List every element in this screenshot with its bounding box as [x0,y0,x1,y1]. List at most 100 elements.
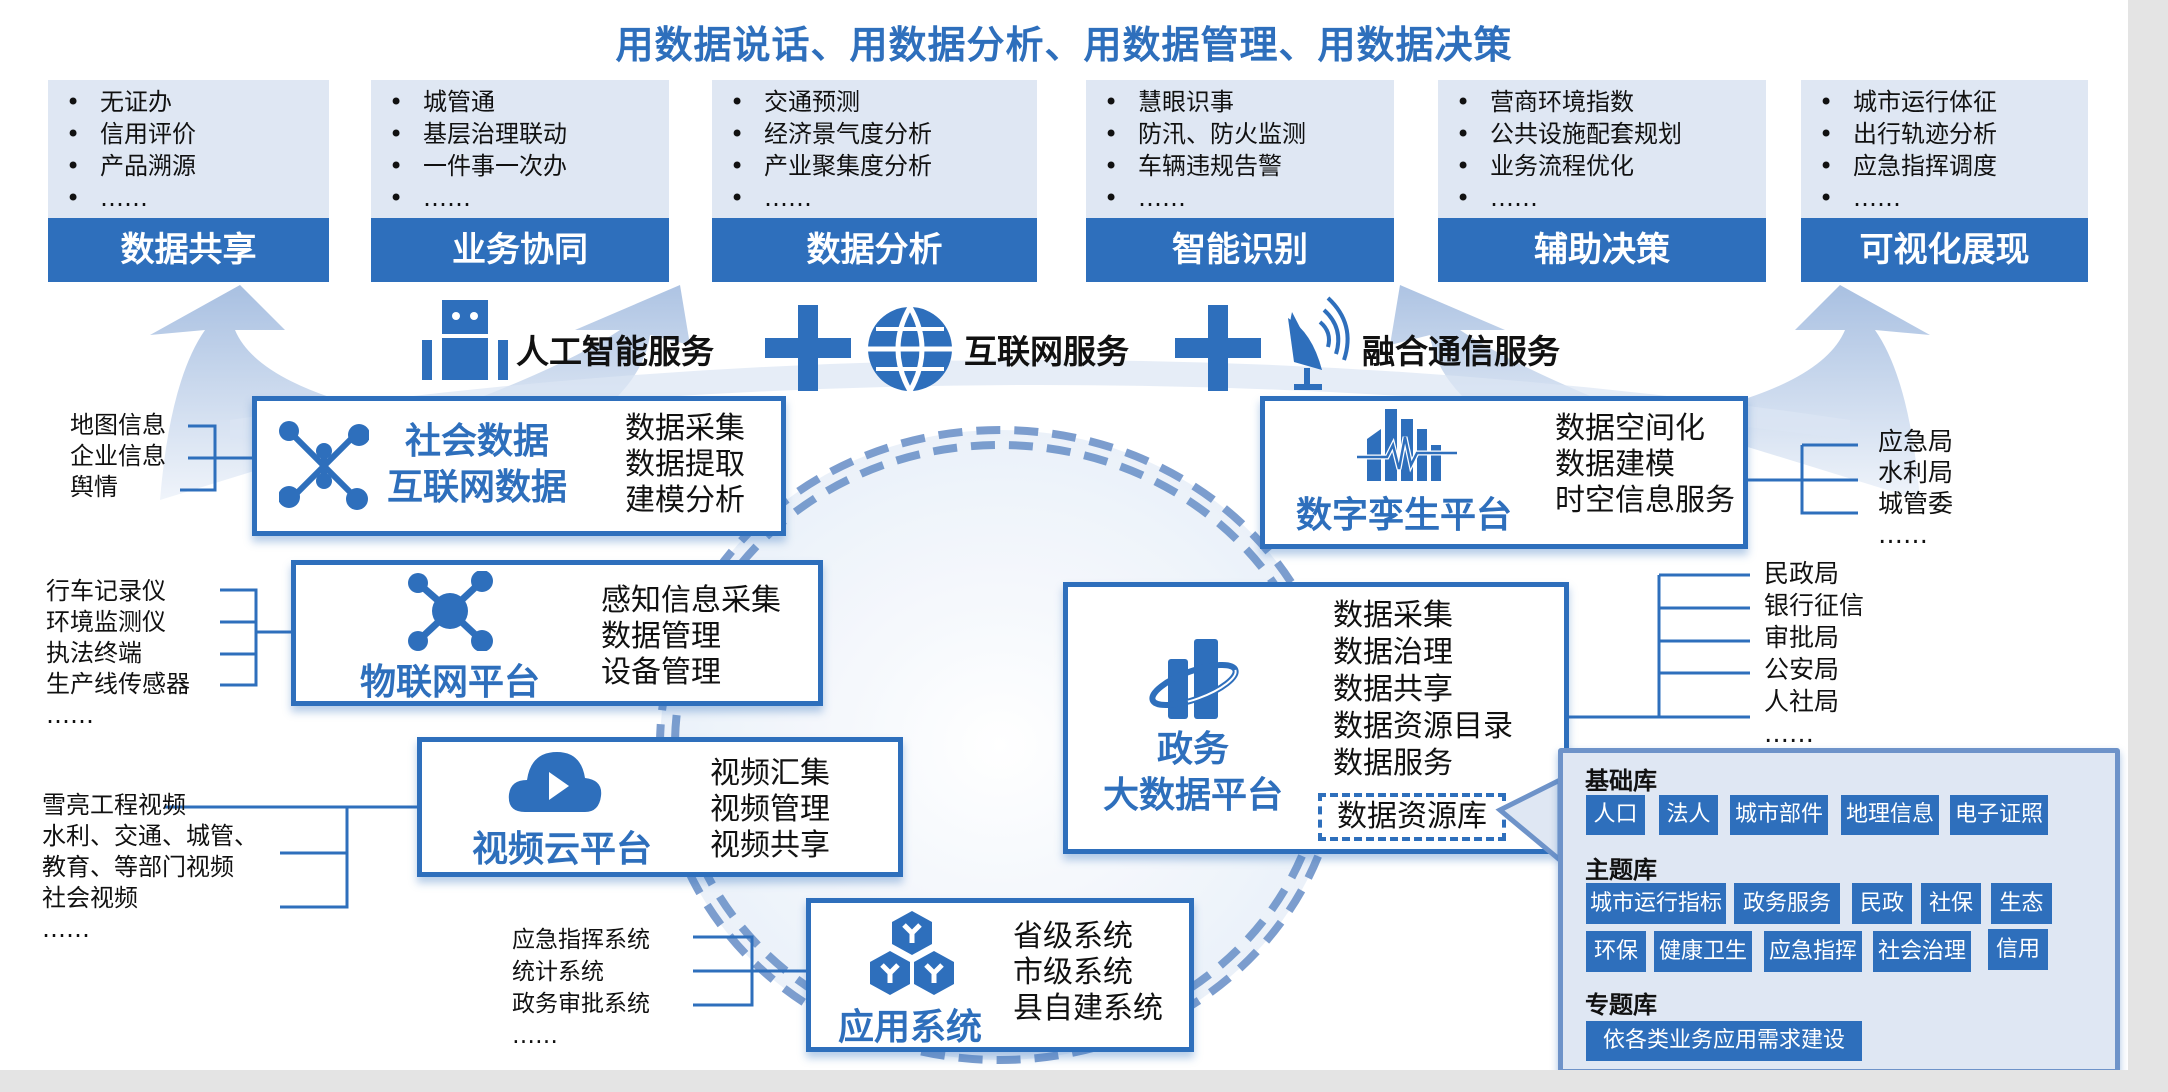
platform-iot: 物联网平台 感知信息采集 数据管理 设备管理 [291,560,823,706]
list-item: •业务流程优化 [1456,152,1634,180]
function-item: 数据共享 [1333,672,1453,707]
list-item: •…… [1456,184,1538,212]
source-item: 企业信息 [70,442,166,470]
service-ai-label: 人工智能服务 [516,332,714,371]
library-tag[interactable]: 民政 [1852,883,1912,924]
list-item: •…… [389,184,471,212]
library-tag[interactable]: 应急指挥 [1764,931,1862,972]
source-item: 水利、交通、城管、 [42,822,258,850]
function-item: 数据治理 [1333,635,1453,670]
capability-list: •无证办 •信用评价 •产品溯源 •…… [48,80,329,218]
list-item: •车辆违规告警 [1104,152,1282,180]
page-title: 用数据说话、用数据分析、用数据管理、用数据决策 [615,23,1513,67]
library-tag[interactable]: 社会治理 [1873,931,1971,972]
library-tag[interactable]: 政务服务 [1734,883,1840,924]
consumer-item: 应急局 [1878,427,1954,456]
consumer-item: …… [1764,719,1814,748]
arrow-band [230,360,1850,440]
function-item: 数据空间化 [1555,411,1705,446]
globe-icon [868,305,952,393]
library-tag[interactable]: 城市部件 [1730,795,1828,835]
platform-functions: 感知信息采集 数据管理 设备管理 [601,583,781,691]
function-item: 数据采集 [625,411,745,446]
list-item: •无证办 [66,88,172,116]
platform-social-data: 社会数据 互联网数据 数据采集 数据提取 建模分析 [252,396,786,536]
source-item: 生产线传感器 [46,670,190,698]
list-item: •公共设施配套规划 [1456,120,1682,148]
source-item: 执法终端 [46,639,142,667]
capability-label: 智能识别 [1086,218,1394,282]
library-tag[interactable]: 社保 [1921,883,1981,924]
capability-label: 业务协同 [371,218,669,282]
function-item: 感知信息采集 [601,583,781,618]
gov-consumers: 民政局 银行征信 审批局 公安局 人社局 …… [1764,558,1864,750]
satellite-dish-icon [1288,296,1350,390]
library-tag[interactable]: 环保 [1586,931,1646,972]
function-item: 数据管理 [601,619,721,654]
resource-library-link[interactable]: 数据资源库 [1318,793,1506,841]
connector [220,588,291,687]
source-item: …… [512,1023,558,1049]
network-nodes-icon [279,421,369,510]
capability-box-business-collab: •城管通 •基层治理联动 •一件事一次办 •…… 业务协同 [371,80,669,282]
source-item: 雪亮工程视频 [42,791,186,819]
source-item: 教育、等部门视频 [42,853,234,881]
connector [1747,443,1858,515]
list-item: •应急指挥调度 [1819,152,1997,180]
platform-name: 应用系统 [837,1007,982,1048]
list-item: •…… [1104,184,1186,212]
library-tag[interactable]: 依各类业务应用需求建设 [1586,1021,1862,1061]
list-item: •出行轨迹分析 [1819,120,1997,148]
consumer-item: …… [1878,520,1928,549]
capability-box-decision-support: •营商环境指数 •公共设施配套规划 •业务流程优化 •…… 辅助决策 [1438,80,1766,282]
library-tag[interactable]: 法人 [1659,795,1718,835]
platform-functions: 数据空间化 数据建模 时空信息服务 [1555,411,1735,519]
platform-functions: 数据采集 数据提取 建模分析 [625,411,745,519]
library-tag[interactable]: 健康卫生 [1654,931,1752,972]
list-item: •慧眼识事 [1104,88,1234,116]
source-item: 行车记录仪 [46,577,166,605]
function-item: 数据采集 [1333,598,1453,633]
library-tag[interactable]: 地理信息 [1841,795,1939,835]
connector [693,935,806,1007]
iot-sources: 行车记录仪 环境监测仪 执法终端 生产线传感器 …… [46,576,190,731]
library-tag[interactable]: 生态 [1991,883,2052,924]
consumer-item: 城管委 [1878,489,1954,518]
resource-library-panel: 基础库 人口 法人 城市部件 地理信息 电子证照 主题库 城市运行指标 政务服务… [1558,748,2120,1070]
source-item: …… [46,701,94,729]
source-item: …… [42,915,90,943]
library-tag[interactable]: 电子证照 [1950,795,2048,835]
function-item: 数据提取 [625,447,745,482]
list-item: •城市运行体征 [1819,88,1997,116]
diagram-canvas: 用数据说话、用数据分析、用数据管理、用数据决策 •无证办 •信用评价 •产品溯源… [0,0,2128,1070]
connector-lines [165,424,1858,1007]
connector [165,805,417,909]
consumer-item: 公安局 [1764,655,1840,684]
arrow-left-outer [150,285,420,500]
video-sources: 雪亮工程视频 水利、交通、城管、 教育、等部门视频 社会视频 …… [42,790,258,945]
service-internet-label: 互联网服务 [964,332,1129,371]
capability-box-visualization: •城市运行体征 •出行轨迹分析 •应急指挥调度 •…… 可视化展现 [1801,80,2088,282]
library-tag[interactable]: 人口 [1586,795,1645,835]
capability-box-data-sharing: •无证办 •信用评价 •产品溯源 •…… 数据共享 [48,80,329,282]
platform-functions: 省级系统 市级系统 县自建系统 [1013,919,1163,1027]
platform-functions: 视频汇集 视频管理 视频共享 [710,756,830,864]
function-item: 数据服务 [1333,746,1453,781]
platform-application-systems: 应用系统 省级系统 市级系统 县自建系统 [806,898,1194,1052]
platform-video-cloud: 视频云平台 视频汇集 视频管理 视频共享 [417,737,903,877]
library-tag[interactable]: 城市运行指标 [1586,883,1726,924]
list-item: •…… [730,184,812,212]
list-item: •…… [66,184,148,212]
list-item: •经济景气度分析 [730,120,932,148]
list-item: •信用评价 [66,120,196,148]
list-item: •…… [1819,184,1901,212]
function-item: 视频管理 [710,792,830,827]
city-pulse-icon [1357,409,1457,481]
connector [180,424,252,492]
capability-label: 数据共享 [48,218,329,282]
source-item: 环境监测仪 [46,608,166,636]
library-tag[interactable]: 信用 [1988,929,2048,970]
capability-list: •交通预测 •经济景气度分析 •产业聚集度分析 •…… [712,80,1037,218]
function-item: 省级系统 [1013,919,1133,954]
library-section-title: 专题库 [1585,991,1657,1019]
